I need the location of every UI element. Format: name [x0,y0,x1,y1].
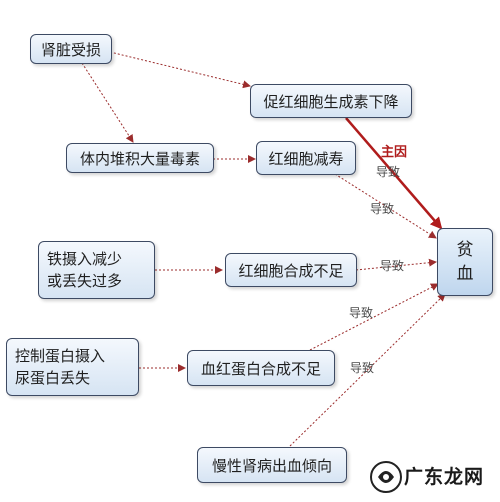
node-protein: 控制蛋白摄入 尿蛋白丢失 [6,338,139,396]
label-leads-to-4: 导致 [349,306,374,320]
arrow-kidney-to-epo [109,51,251,89]
arrow-epo-to-anemia-main [345,117,443,230]
node-epo-decline: 促红细胞生成素下降 [250,84,412,118]
label-leads-to-1: 导致 [376,165,401,179]
node-protein-line1: 控制蛋白摄入 [15,347,106,365]
node-anemia-line2: 血 [456,264,474,284]
arrow-hemoglobin-to-anemia [309,283,439,351]
label-leads-to-5: 导致 [350,361,375,375]
watermark-logo-icon [370,461,402,493]
arrow-rbc-synthesis-to-anemia [355,258,437,271]
node-bleeding: 慢性肾病出血倾向 [197,447,347,483]
label-leads-to-2: 导致 [370,202,395,216]
arrow-bleeding-to-anemia [289,293,446,447]
node-toxins: 体内堆积大量毒素 [66,143,214,173]
node-anemia-line1: 贫 [456,240,474,260]
node-iron: 铁摄入减少 或丢失过多 [38,241,155,299]
watermark-text: 广东龙网 [404,466,485,488]
node-rbc-lifespan: 红细胞减寿 [256,141,356,175]
node-iron-line2: 或丢失过多 [47,272,123,290]
node-rbc-synthesis: 红细胞合成不足 [225,253,357,287]
node-hemoglobin: 血红蛋白合成不足 [187,350,335,386]
label-leads-to-3: 导致 [380,259,405,273]
label-main-cause: 主因 [381,145,408,160]
node-iron-line1: 铁摄入减少 [47,250,123,268]
node-protein-line2: 尿蛋白丢失 [15,369,91,387]
node-anemia: 贫 血 [437,228,493,296]
arrow-kidney-to-toxins [81,62,134,143]
node-kidney-damage: 肾脏受损 [30,34,112,64]
